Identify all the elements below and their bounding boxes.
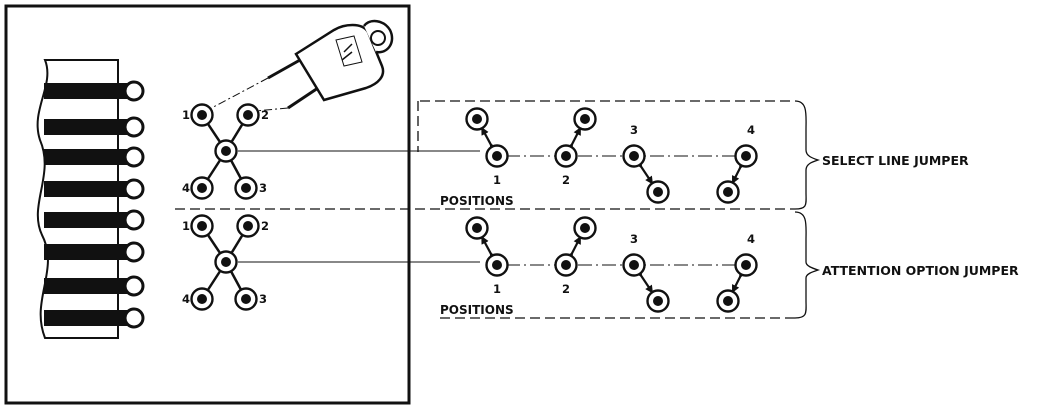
pin-center	[241, 294, 251, 304]
positions-label-select: POSITIONS	[440, 194, 514, 208]
pin-center	[561, 260, 571, 270]
jumper-arrow	[732, 269, 747, 293]
position-label-4: 4	[747, 232, 755, 246]
connector-pad	[123, 241, 145, 263]
position-label-4: 4	[747, 123, 755, 137]
pin-label-2: 2	[261, 108, 269, 122]
connector-finger	[44, 310, 132, 326]
connector-pad	[123, 80, 145, 102]
positions-label-attention: POSITIONS	[440, 303, 514, 317]
connector-finger	[44, 244, 132, 260]
pin-center	[492, 260, 502, 270]
jumper-position-2: 2	[554, 216, 597, 296]
pin-center	[472, 223, 482, 233]
connector-finger	[44, 83, 132, 99]
connector-pad	[123, 275, 145, 297]
jumper-position-3: 3	[622, 232, 670, 313]
position-label-3: 3	[630, 123, 638, 137]
jumper-position-4: 4	[716, 232, 758, 313]
pin-center	[741, 151, 751, 161]
pin-center	[741, 260, 751, 270]
pin-center	[241, 183, 251, 193]
jumper-arrow	[481, 126, 498, 152]
board-frame	[4, 4, 411, 405]
section-outline	[175, 100, 821, 319]
jumper-position-2: 2	[554, 107, 597, 187]
position-label-3: 3	[630, 232, 638, 246]
jumper-arrow	[634, 159, 654, 185]
pin-center	[653, 296, 663, 306]
attention-option-jumper-title: ATTENTION OPTION JUMPER	[822, 263, 1019, 278]
connector-pad	[123, 116, 145, 138]
connector-finger	[44, 119, 132, 135]
connector-finger	[44, 278, 132, 294]
pin-center	[723, 296, 733, 306]
pin-center	[580, 114, 590, 124]
pin-center	[472, 114, 482, 124]
jumper-position-4: 4	[716, 123, 758, 204]
pin-center	[653, 187, 663, 197]
connector-pad	[123, 178, 145, 200]
pin-center	[197, 294, 207, 304]
jumper-arrow	[481, 235, 498, 261]
edge-connector	[36, 59, 145, 339]
connector-finger	[44, 212, 132, 228]
jumper-position-1: 1	[465, 107, 509, 187]
pin-center	[629, 260, 639, 270]
connector-pad	[123, 209, 145, 231]
pin-label-1: 1	[182, 108, 190, 122]
pin-cluster: 1 2 4 3	[182, 103, 480, 200]
pin-label-4: 4	[182, 292, 190, 306]
pin-center	[492, 151, 502, 161]
jumper-arrow	[634, 268, 654, 294]
pin-center	[629, 151, 639, 161]
positions-group-attention: 1 2 3 4	[465, 216, 758, 313]
pin-label-3: 3	[259, 292, 267, 306]
pin-center	[243, 221, 253, 231]
pin-label-3: 3	[259, 181, 267, 195]
position-label-2: 2	[562, 173, 570, 187]
pin-center	[723, 187, 733, 197]
pin-cluster: 1 2 4 3	[182, 214, 480, 311]
position-label-1: 1	[493, 282, 501, 296]
pin-label-2: 2	[261, 219, 269, 233]
select-line-jumper-title: SELECT LINE JUMPER	[822, 153, 969, 168]
pin-center	[221, 146, 231, 156]
pin-center	[197, 221, 207, 231]
connector-finger	[44, 149, 132, 165]
pin-center	[580, 223, 590, 233]
connector-finger	[44, 181, 132, 197]
pin-center	[243, 110, 253, 120]
pin-label-4: 4	[182, 181, 190, 195]
pin-center	[197, 110, 207, 120]
pin-label-1: 1	[182, 219, 190, 233]
jumper-arrow	[732, 160, 747, 184]
jumper-position-3: 3	[622, 123, 670, 204]
jumper-position-1: 1	[465, 216, 509, 296]
position-label-1: 1	[493, 173, 501, 187]
jumper-arrow	[565, 127, 581, 152]
jumper-arrow	[565, 236, 581, 261]
pin-center	[221, 257, 231, 267]
connector-pad	[123, 146, 145, 168]
pin-center	[561, 151, 571, 161]
connector-pad	[123, 307, 145, 329]
positions-group-select: 1 2 3 4	[465, 107, 758, 204]
position-label-2: 2	[562, 282, 570, 296]
pin-center	[197, 183, 207, 193]
jumper-plug-icon	[203, 19, 394, 113]
